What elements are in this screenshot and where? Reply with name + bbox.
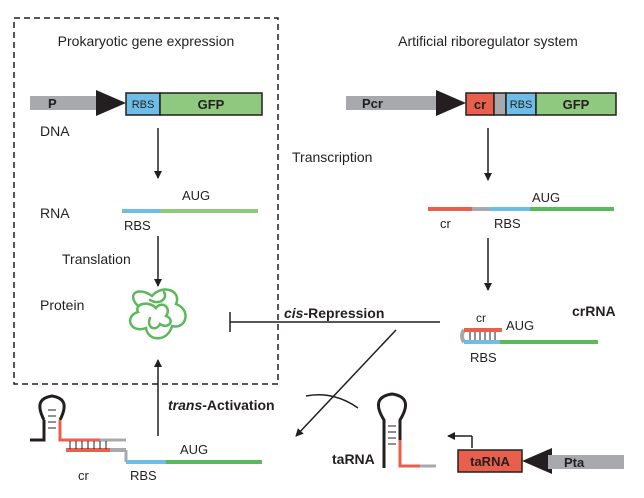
gfp-protein-icon (128, 288, 187, 340)
right-aug-label: AUG (532, 190, 560, 205)
right-gfp-label: GFP (563, 97, 590, 112)
rna-label: RNA (40, 205, 70, 221)
promoter-p-bar (30, 96, 102, 110)
pta-bar (548, 455, 624, 469)
promoter-pcr-arrow (436, 90, 466, 116)
cis-rest: -Repression (303, 305, 384, 321)
dna-label: DNA (40, 123, 70, 139)
rbs-label: RBS (132, 99, 155, 111)
trans-rest: -Activation (202, 397, 274, 413)
curved-stroke (305, 394, 359, 409)
trans-activation-label: trans-Activation (168, 397, 275, 413)
pta-arrow (522, 448, 552, 474)
promoter-p-arrow (96, 90, 126, 116)
activated-complex (30, 394, 262, 464)
bottom-aug-label: AUG (180, 442, 208, 457)
crrna-hairpin (460, 328, 598, 344)
translation-label: Translation (62, 251, 131, 267)
crrna-label: crRNA (572, 303, 616, 319)
promoter-pcr-bar (346, 96, 442, 110)
tarna-gene-construct: taRNA Pta (457, 448, 624, 474)
bottom-rbs-label: RBS (130, 468, 157, 483)
right-rbs-label: RBS (510, 99, 533, 111)
promoter-pcr-label: Pcr (362, 96, 383, 111)
tarna-box-label: taRNA (470, 454, 510, 469)
gfp-segment (159, 92, 263, 116)
diagonal-arrow (295, 329, 397, 437)
promoter-p-label: P (48, 96, 57, 111)
right-panel-title: Artificial riboregulator system (398, 33, 578, 49)
prokaryotic-panel-border (13, 17, 279, 385)
left-aug-label: AUG (182, 188, 210, 203)
cr-label: cr (474, 97, 486, 112)
left-dna-construct: P RBS GFP (30, 90, 263, 116)
protein-label: Protein (40, 297, 84, 313)
right-dna-construct: Pcr cr RBS GFP (346, 90, 617, 116)
left-rna-rbs-label: RBS (124, 218, 151, 233)
hairpin-aug-label: AUG (506, 318, 534, 333)
hairpin-cr-label: cr (476, 311, 486, 325)
tarna-hairpin (376, 392, 436, 468)
cis-italic: cis (284, 305, 304, 321)
cis-repression-label: cis-Repression (284, 305, 384, 321)
transcription-label: Transcription (292, 149, 372, 165)
right-rna-rbs-label: RBS (494, 216, 521, 231)
left-panel-title: Prokaryotic gene expression (58, 33, 235, 49)
right-rna-cr-label: cr (440, 216, 452, 231)
pta-label: Pta (564, 455, 585, 470)
trans-italic: trans (168, 397, 202, 413)
tarna-label: taRNA (332, 451, 375, 467)
spacer-segment (493, 92, 507, 116)
hairpin-rbs-label: RBS (470, 350, 497, 365)
gfp-label: GFP (198, 97, 225, 112)
right-gfp-segment (535, 92, 617, 116)
bottom-cr-label: cr (78, 468, 90, 483)
